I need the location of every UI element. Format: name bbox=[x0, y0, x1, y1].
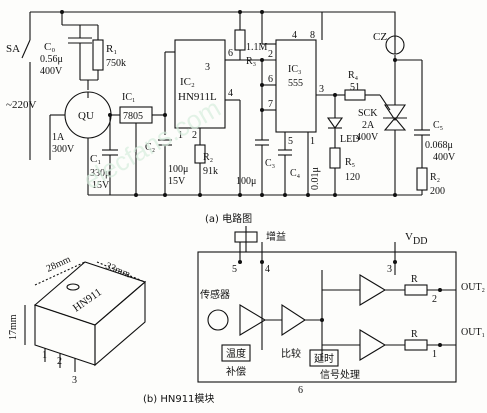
c1-value2: 15V bbox=[92, 180, 110, 191]
c2-value2: 15V bbox=[168, 176, 186, 187]
r2-name: R₂ bbox=[203, 152, 213, 163]
c4-value: 0.01μ bbox=[310, 167, 321, 190]
module-pin-1: 1 bbox=[42, 350, 47, 361]
c2-name: C₂ bbox=[145, 142, 155, 153]
signal-label: 信号处理 bbox=[320, 369, 360, 381]
module-pin-3: 3 bbox=[72, 375, 77, 386]
block-pin-6: 6 bbox=[298, 385, 303, 396]
r-label-bottom: R bbox=[411, 329, 418, 340]
caption-b: (b) HN911模块 bbox=[143, 393, 214, 405]
module-pin-2: 2 bbox=[57, 356, 62, 367]
pin-number: 4 bbox=[292, 30, 297, 41]
pin-number: 8 bbox=[310, 30, 315, 41]
module-label: HN911 bbox=[71, 286, 104, 314]
module-drawing bbox=[24, 261, 147, 372]
pin-number: 1 bbox=[178, 130, 183, 141]
pin-number: 3 bbox=[205, 62, 210, 73]
c0-value2: 400V bbox=[40, 66, 63, 77]
c3-name: C₃ bbox=[265, 158, 275, 169]
pin-number: 7 bbox=[268, 99, 273, 110]
pin-number: 3 bbox=[319, 84, 324, 95]
bridge-rating2: 300V bbox=[52, 144, 75, 155]
c5-name: C₅ bbox=[433, 120, 443, 131]
led-label: LED bbox=[340, 134, 359, 145]
ic1-part: 7805 bbox=[123, 111, 143, 122]
r6-value: 200 bbox=[430, 186, 445, 197]
block-pin-3: 3 bbox=[387, 264, 392, 275]
c5-value2: 400V bbox=[433, 152, 456, 163]
mains-label: ~220V bbox=[6, 99, 36, 111]
pin-number: 6 bbox=[228, 48, 233, 59]
module-dim-33: 33mm bbox=[104, 261, 132, 281]
gain-label: 增益 bbox=[266, 230, 286, 243]
delay-label: 延时 bbox=[314, 353, 334, 365]
r4-value: 51 bbox=[350, 82, 360, 93]
c1-value1: 330μ bbox=[90, 168, 110, 179]
wiring bbox=[21, 11, 430, 196]
module-dim-28: 28mm bbox=[45, 254, 73, 275]
scr-name: SCK bbox=[358, 108, 378, 119]
r4-name: R₄ bbox=[348, 70, 359, 81]
block-pin-4: 4 bbox=[265, 264, 270, 275]
pin-number: 1 bbox=[310, 136, 315, 147]
bridge-name: QU bbox=[78, 110, 94, 122]
block-diagram bbox=[197, 226, 457, 383]
out1-label: OUT₁ bbox=[461, 327, 485, 338]
socket-label: CZ bbox=[373, 31, 387, 43]
r5-name: R₅ bbox=[345, 157, 355, 168]
r5-value: 120 bbox=[345, 172, 360, 183]
r2-value: 91k bbox=[203, 166, 218, 177]
caption-a: (a) 电路图 bbox=[205, 212, 252, 225]
r3-name: R₃ bbox=[246, 56, 256, 67]
block-pin-5: 5 bbox=[232, 264, 237, 275]
ic2-name: IC₂ bbox=[180, 76, 195, 88]
r6-name: R₂ bbox=[430, 172, 440, 183]
switch-label: SA bbox=[6, 43, 20, 55]
vdd-label: V bbox=[405, 231, 413, 243]
r1-value: 750k bbox=[106, 58, 126, 69]
block-dots bbox=[238, 260, 442, 347]
vdd-sub-label: DD bbox=[413, 236, 427, 247]
sensor-label: 传感器 bbox=[200, 288, 230, 301]
ic1-name: IC₁ bbox=[122, 92, 136, 103]
pin-number: 2 bbox=[192, 130, 197, 141]
comp-label: 补偿 bbox=[226, 365, 246, 378]
r-label-top: R bbox=[411, 274, 418, 285]
block-pin-2: 2 bbox=[432, 294, 437, 305]
c4-name: C₄ bbox=[290, 168, 301, 179]
c3-value: 100μ bbox=[236, 176, 256, 187]
c5-value1: 0.068μ bbox=[425, 140, 453, 151]
ic-pin-numbers: 3 2 6 4 8 2 6 7 3 5 1 4 1 bbox=[178, 30, 324, 147]
bridge-rating1: 1A bbox=[52, 132, 65, 143]
ic3-name: IC₃ bbox=[288, 64, 302, 75]
r1-name: R₁ bbox=[106, 43, 117, 55]
pin-number: 2 bbox=[268, 49, 273, 60]
scr-rating2: 400V bbox=[356, 132, 379, 143]
out2-label: OUT₂ bbox=[461, 282, 485, 293]
pin-number: 5 bbox=[288, 136, 293, 147]
c0-name: C₀ bbox=[44, 41, 55, 53]
pin-number: 6 bbox=[268, 74, 273, 85]
pin-number: 4 bbox=[228, 88, 233, 99]
ic3-part: 555 bbox=[288, 78, 303, 89]
temp-label: 温度 bbox=[226, 347, 246, 360]
module-dim-17: 17mm bbox=[8, 314, 19, 340]
block-pin-1: 1 bbox=[432, 349, 437, 360]
scr-rating1: 2A bbox=[362, 120, 375, 131]
compare-label: 比较 bbox=[281, 347, 301, 360]
ic2-part: HN911L bbox=[178, 91, 217, 103]
c0-value1: 0.56μ bbox=[40, 54, 63, 65]
r3-value: 1.1M bbox=[246, 42, 268, 53]
c2-value1: 100μ bbox=[168, 164, 188, 175]
junction-dots bbox=[60, 10, 397, 197]
c1-name: C₁ bbox=[90, 153, 101, 165]
